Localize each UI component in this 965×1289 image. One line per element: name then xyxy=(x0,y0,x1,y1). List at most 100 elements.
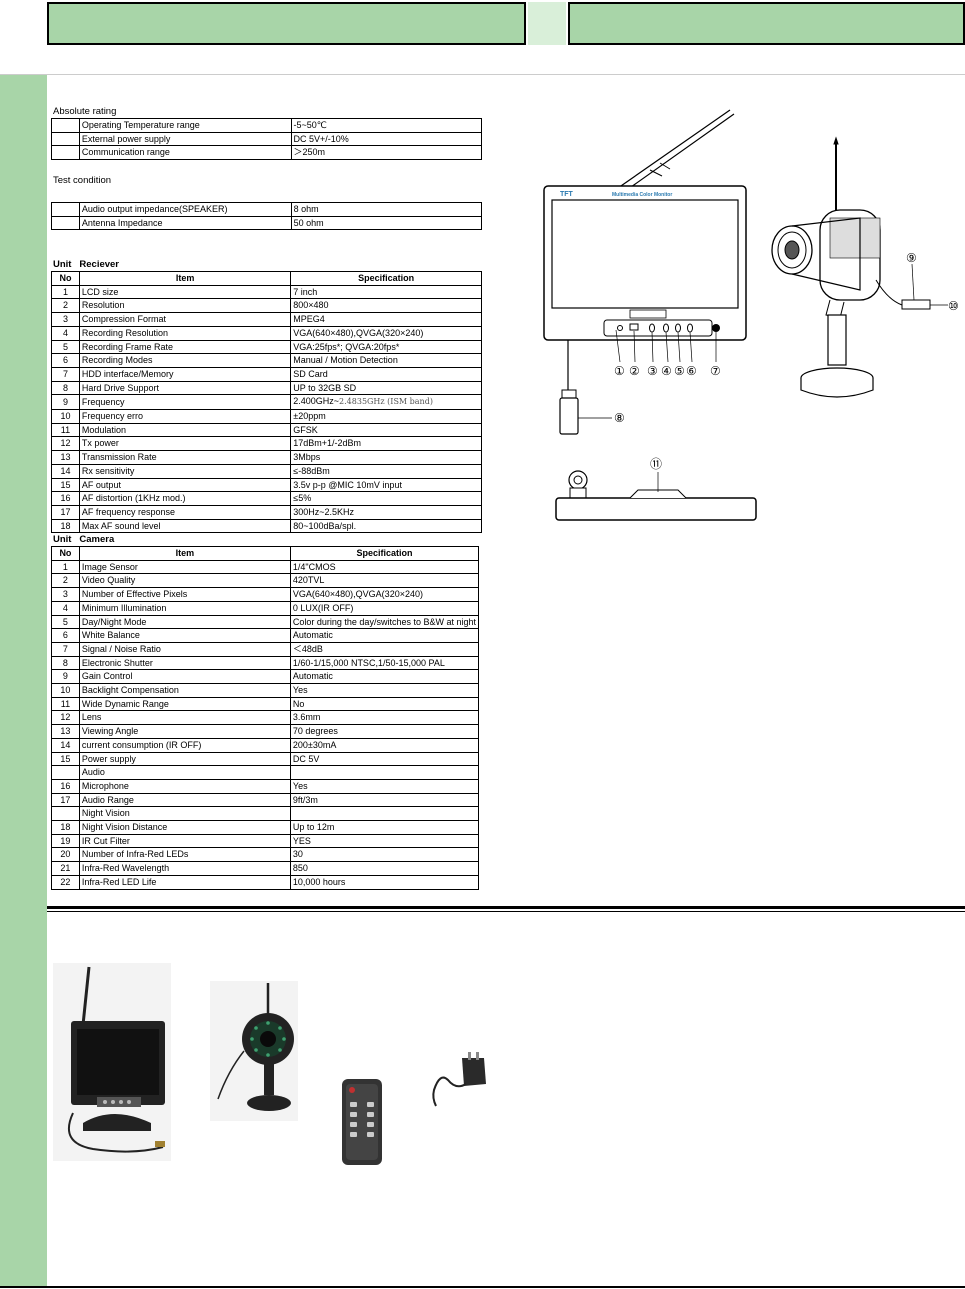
bottom-rule xyxy=(0,1286,965,1288)
receiver-unit-label: Unit Reciever xyxy=(53,259,119,270)
remote-control-photo xyxy=(342,1079,382,1165)
spec-cell: Yes xyxy=(289,683,480,698)
spec-cell: 1/4"CMOS xyxy=(289,559,480,575)
table-row: Audio output impedance(SPEAKER)8 ohm xyxy=(51,202,483,217)
item-cell: AF output xyxy=(78,477,292,493)
item-cell: Signal / Noise Ratio xyxy=(78,641,291,657)
spec-text: ≤5% xyxy=(293,493,312,504)
spec-cell: 1/60-1/15,000 NTSC,1/50-15,000 PAL xyxy=(289,655,480,671)
no-cell: 4 xyxy=(51,325,80,341)
spec-text: 300Hz~2.5KHz xyxy=(293,506,355,517)
no-cell: 14 xyxy=(51,737,80,753)
spec-text: 800×480 xyxy=(293,300,329,311)
item-cell: Number of Infra-Red LEDs xyxy=(78,847,291,863)
spec-text: 9ft/3m xyxy=(292,794,318,805)
spec-cell: VGA:25fps*; QVGA:20fps* xyxy=(290,339,482,355)
spec-cell: 80~100dBa/spl. xyxy=(290,518,482,534)
spec-text: 3.6mm xyxy=(292,712,321,723)
col-spec: Specification xyxy=(289,546,480,561)
no-cell: 3 xyxy=(51,587,80,602)
spec-text: ＜48dB xyxy=(292,643,323,654)
camera-drawing xyxy=(771,136,948,398)
spec-cell: GFSK xyxy=(290,422,482,438)
spec-cell: 30 xyxy=(289,847,480,863)
header-right-box xyxy=(568,2,965,45)
item-cell: Gain Control xyxy=(78,669,291,685)
no-cell: 2 xyxy=(51,573,80,589)
no-cell: 5 xyxy=(51,614,80,630)
spec-text: 80~100dBa/spl. xyxy=(293,520,357,531)
power-plug-drawing xyxy=(559,340,612,435)
camera-unit-label: Unit Camera xyxy=(53,534,114,545)
spec-text: Automatic xyxy=(292,630,333,641)
section-divider-thin xyxy=(47,911,965,912)
item-cell: Recording Resolution xyxy=(78,325,292,341)
item-cell: Recording Modes xyxy=(78,353,292,368)
spec-cell: MPEG4 xyxy=(290,312,482,327)
spec-cell: -5~50℃ xyxy=(290,118,483,133)
spec-cell: Color during the day/switches to B&W at … xyxy=(289,614,480,630)
callout-6: ⑥ xyxy=(686,364,697,378)
no-cell: 9 xyxy=(51,669,80,685)
no-cell: 16 xyxy=(51,778,80,794)
empty-cell xyxy=(51,131,80,147)
item-cell: White Balance xyxy=(78,628,291,643)
no-cell: 15 xyxy=(51,477,80,493)
item-cell: Antenna Impedance xyxy=(78,215,292,231)
no-cell: 5 xyxy=(51,339,80,355)
unit-label: Unit xyxy=(53,259,72,270)
col-item: Item xyxy=(78,546,291,561)
item-cell: Image Sensor xyxy=(78,559,291,575)
spec-text: 7 inch xyxy=(293,286,318,297)
spec-cell: 7 inch xyxy=(290,284,482,300)
item-cell: Video Quality xyxy=(78,573,291,589)
no-cell: 7 xyxy=(51,641,80,657)
spec-text: 0 LUX(IR OFF) xyxy=(292,602,354,613)
spec-text: GFSK xyxy=(293,424,318,435)
item-cell: Power supply xyxy=(78,751,291,767)
test-condition-title: Test condition xyxy=(53,175,112,186)
callout-1: ① xyxy=(614,364,625,378)
callout-8: ⑧ xyxy=(614,411,625,425)
spec-cell: 8 ohm xyxy=(290,202,483,217)
item-cell: Max AF sound level xyxy=(78,518,292,534)
spec-cell: 17dBm+1/-2dBm xyxy=(290,436,482,452)
item-cell: Frequency xyxy=(78,394,292,411)
spec-text: UP to 32GB SD xyxy=(293,382,357,393)
spec-text: 17dBm+1/-2dBm xyxy=(293,438,362,449)
no-cell: 18 xyxy=(51,820,80,835)
spec-cell: 3.5v p-p @MIC 10mV input xyxy=(290,477,482,493)
no-cell: 2 xyxy=(51,298,80,314)
no-cell: 11 xyxy=(51,422,80,438)
item-cell: Rx sensitivity xyxy=(78,463,292,479)
item-cell: Modulation xyxy=(78,422,292,438)
table-row: Communication range＞250m xyxy=(51,145,483,161)
item-cell: Hard Drive Support xyxy=(78,380,292,396)
top-rule xyxy=(0,74,965,75)
no-cell: 14 xyxy=(51,463,80,479)
item-cell: Day/Night Mode xyxy=(78,614,291,630)
no-cell: 1 xyxy=(51,559,80,575)
spec-cell: YES xyxy=(289,833,480,849)
spec-text: VGA:25fps*; QVGA:20fps* xyxy=(293,341,400,352)
no-cell: 8 xyxy=(51,655,80,671)
spec-cell: 300Hz~2.5KHz xyxy=(290,504,482,520)
